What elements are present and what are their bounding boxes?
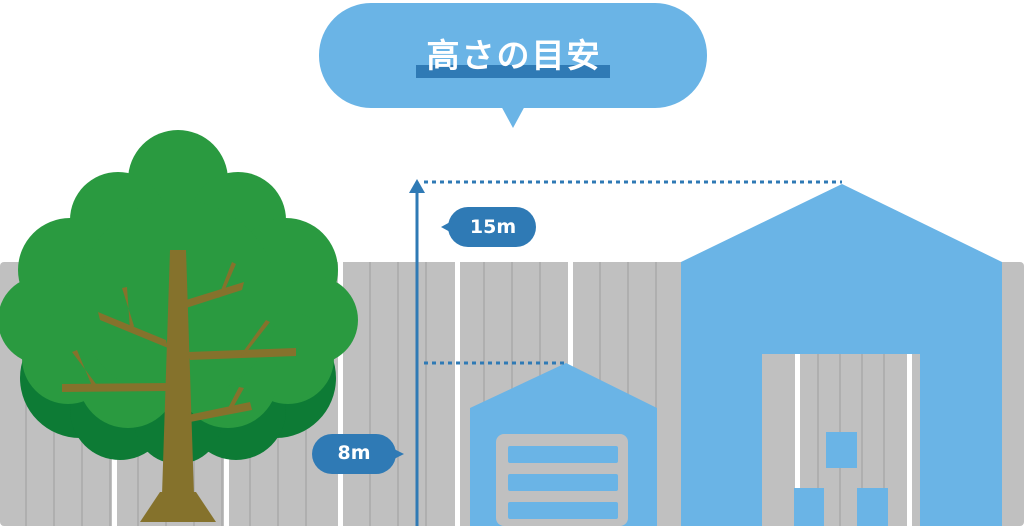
tree bbox=[0, 130, 358, 522]
height-arrow bbox=[409, 179, 425, 526]
height-label-8m: 8m bbox=[337, 442, 371, 464]
height-reference-lines bbox=[424, 180, 842, 365]
small-warehouse bbox=[470, 363, 657, 526]
stacked-boxes bbox=[794, 432, 888, 526]
roller-door-slats bbox=[508, 446, 618, 519]
heading-bubble bbox=[319, 3, 707, 128]
tree-trunk bbox=[62, 250, 296, 522]
heading-underline bbox=[416, 65, 610, 78]
label-15m-bubble bbox=[441, 207, 536, 247]
heading-title: 高さの目安 bbox=[426, 36, 602, 75]
height-label-15m: 15m bbox=[469, 216, 517, 238]
large-warehouse bbox=[681, 184, 1002, 526]
label-8m-bubble bbox=[312, 434, 404, 474]
